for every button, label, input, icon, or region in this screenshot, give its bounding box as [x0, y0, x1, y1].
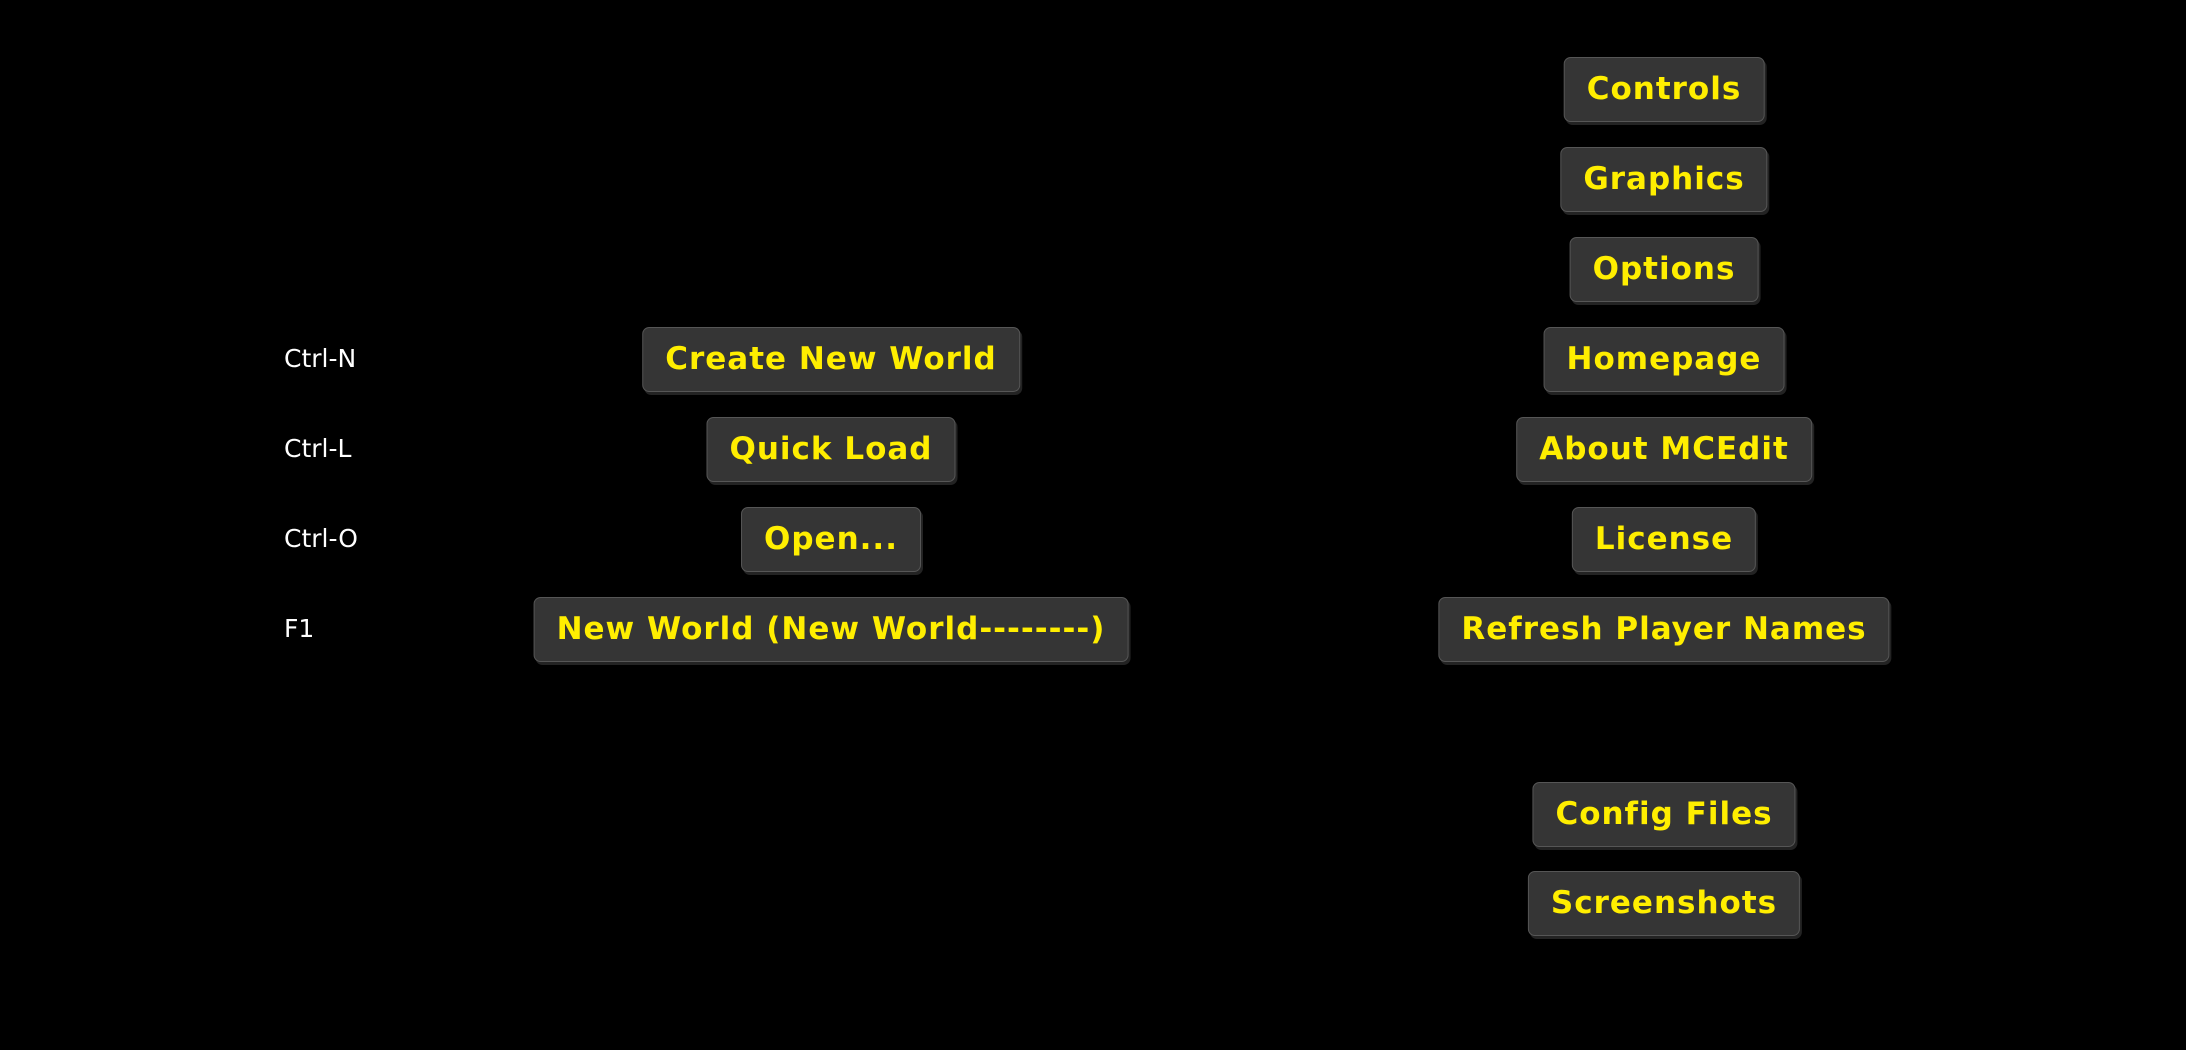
- shortcut-label-f1: F1: [284, 614, 315, 643]
- button-new-world-new-world[interactable]: New World (New World--------): [533, 597, 1129, 662]
- shortcut-label-ctrl-n: Ctrl-N: [284, 344, 357, 373]
- shortcut-label-ctrl-l: Ctrl-L: [284, 434, 352, 463]
- button-config-files[interactable]: Config Files: [1532, 782, 1796, 847]
- button-open[interactable]: Open...: [741, 507, 921, 572]
- button-license[interactable]: License: [1571, 507, 1757, 572]
- button-quick-load[interactable]: Quick Load: [706, 417, 956, 482]
- button-create-new-world[interactable]: Create New World: [642, 327, 1020, 392]
- button-refresh-player-names[interactable]: Refresh Player Names: [1438, 597, 1890, 662]
- button-graphics[interactable]: Graphics: [1560, 147, 1768, 212]
- button-screenshots[interactable]: Screenshots: [1527, 871, 1801, 936]
- button-homepage[interactable]: Homepage: [1543, 327, 1785, 392]
- button-options[interactable]: Options: [1569, 237, 1759, 302]
- button-about-mcedit[interactable]: About MCEdit: [1516, 417, 1812, 482]
- shortcut-label-ctrl-o: Ctrl-O: [284, 524, 358, 553]
- button-controls[interactable]: Controls: [1563, 57, 1765, 122]
